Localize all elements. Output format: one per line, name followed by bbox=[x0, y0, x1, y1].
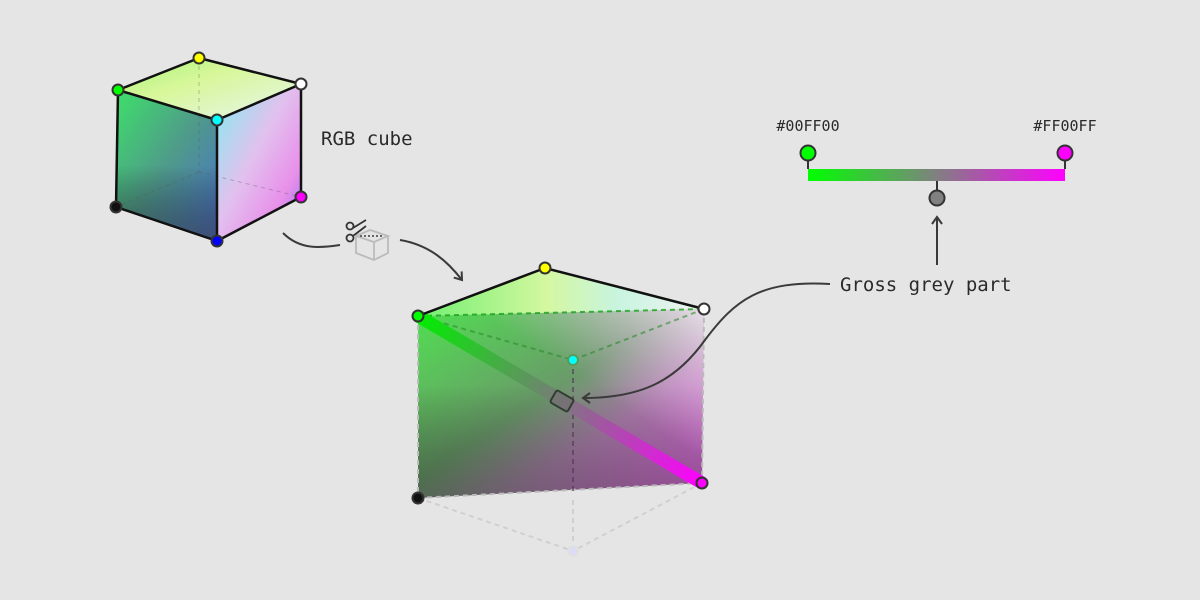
cube-title: RGB cube bbox=[321, 128, 413, 150]
cut-cube-prism bbox=[411, 261, 711, 557]
grey-pin bbox=[928, 189, 946, 207]
start-pin bbox=[799, 144, 817, 162]
vertex-magenta bbox=[294, 190, 308, 204]
vertex-cyan bbox=[210, 113, 224, 127]
cube-vertices bbox=[109, 51, 308, 248]
prism-ghost-edges bbox=[417, 482, 703, 552]
prism-vertex-white bbox=[697, 302, 711, 316]
cube-left-shade bbox=[116, 90, 217, 241]
gradient-scale: #00FF00 #FF00FF bbox=[776, 117, 1097, 265]
prism-vertex-yellow bbox=[538, 261, 552, 275]
prism-vertex-blue-ghost bbox=[567, 545, 579, 557]
prism-top-face bbox=[418, 268, 704, 316]
start-color-label: #00FF00 bbox=[776, 117, 839, 135]
end-pin bbox=[1056, 144, 1074, 162]
grey-part-marker bbox=[549, 389, 575, 413]
connector-curve bbox=[282, 232, 341, 248]
cube-icon bbox=[353, 229, 391, 261]
prism-vertex-magenta bbox=[695, 476, 709, 490]
end-color-label: #FF00FF bbox=[1033, 117, 1096, 135]
prism-vertex-cyan bbox=[567, 354, 579, 366]
prism-inner-edges bbox=[417, 308, 705, 492]
prism-vertex-black bbox=[411, 491, 425, 505]
cube-right-face bbox=[217, 84, 301, 241]
callout-arrow-icon bbox=[581, 282, 831, 404]
vertex-yellow bbox=[192, 51, 206, 65]
gradient-bar bbox=[808, 169, 1065, 181]
rgb-cube bbox=[109, 51, 308, 248]
vertex-blue bbox=[210, 234, 224, 248]
prism-vertex-green bbox=[411, 309, 425, 323]
arrow-icon bbox=[399, 239, 464, 282]
vertex-green bbox=[111, 83, 125, 97]
vertex-white bbox=[294, 77, 308, 91]
scissors-icon bbox=[345, 219, 367, 243]
callout-label: Gross grey part bbox=[840, 274, 1012, 296]
vertex-black bbox=[109, 200, 123, 214]
prism-outline-dashed bbox=[417, 308, 705, 499]
